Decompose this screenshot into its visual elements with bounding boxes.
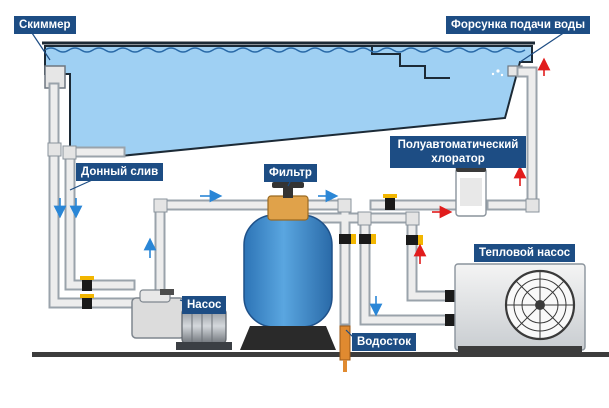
pipe-fittings: [47, 142, 540, 226]
label-chlorinator: Полуавтоматический хлоратор: [390, 136, 526, 168]
drain-outlet: [339, 325, 351, 372]
valve-icon: [80, 194, 457, 326]
heat-pump-fan-icon: [504, 269, 576, 341]
label-chlorinator-line2: хлоратор: [431, 153, 485, 165]
label-filter: Фильтр: [264, 164, 317, 182]
filter-tank: [240, 182, 336, 350]
label-pump: Насос: [182, 296, 227, 314]
bubbles: [496, 69, 500, 73]
water-surface: [44, 47, 526, 53]
pool-steps: [371, 46, 450, 79]
label-main-drain: Донный слив: [76, 163, 164, 181]
pump-icon: [131, 289, 185, 339]
label-drain: Водосток: [352, 333, 417, 351]
chlorinator: [455, 160, 487, 217]
label-skimmer: Скиммер: [14, 16, 76, 34]
motor-icon: [176, 307, 232, 350]
flow-arrow-icon: [53, 57, 551, 317]
floor-line: [32, 352, 609, 357]
label-nozzle: Форсунка подачи воды: [446, 16, 591, 34]
label-chlorinator-line1: Полуавтоматический: [397, 139, 519, 151]
label-heat-pump: Тепловой насос: [474, 244, 576, 262]
